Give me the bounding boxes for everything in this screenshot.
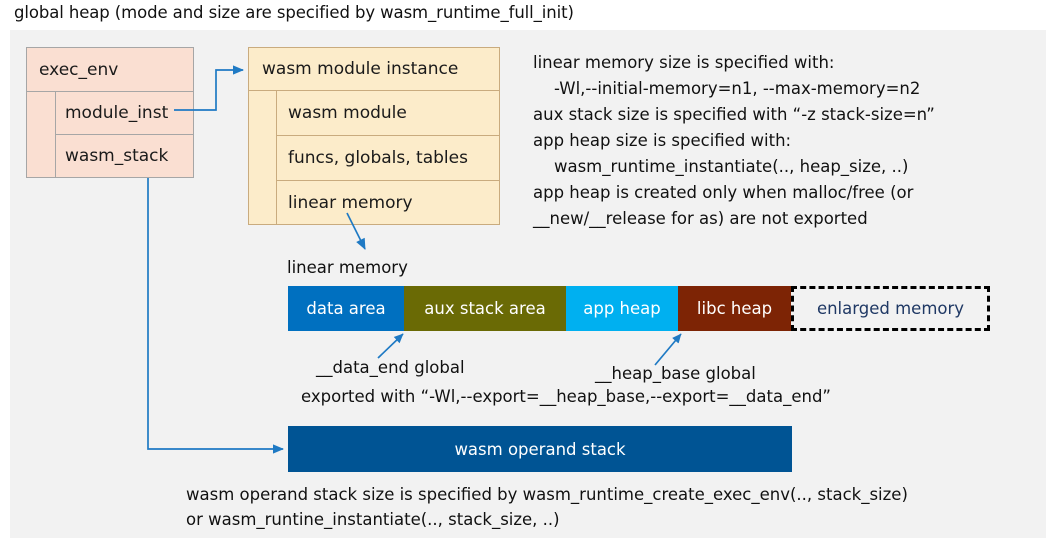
memory-segment-data-area: data area <box>288 286 404 331</box>
module-instance-row-funcs-globals-tables: funcs, globals, tables <box>276 136 499 181</box>
module-instance-row-wasm-module: wasm module <box>276 91 499 136</box>
linear-memory-label: linear memory <box>287 258 408 277</box>
linear-memory-bar: data area aux stack area app heap libc h… <box>288 286 990 331</box>
memory-segment-aux-stack-area: aux stack area <box>404 286 566 331</box>
wasm-module-instance-box: wasm module instance wasm module funcs, … <box>248 47 500 225</box>
linear-memory-spec-text: linear memory size is specified with: -W… <box>533 53 935 228</box>
memory-segment-app-heap: app heap <box>566 286 678 331</box>
page-title: global heap (mode and size are specified… <box>14 3 574 22</box>
exec-env-gutter <box>27 92 56 177</box>
module-instance-gutter <box>249 91 277 224</box>
exec-env-box: exec_env module_inst wasm_stack <box>26 47 194 178</box>
module-instance-title: wasm module instance <box>249 48 499 91</box>
wasm-operand-stack-bar: wasm operand stack <box>288 426 792 472</box>
operand-stack-spec-text: wasm operand stack size is specified by … <box>186 485 908 529</box>
annotation-heap-base-global: __heap_base global <box>595 364 756 383</box>
annotation-data-end-global: __data_end global <box>316 358 465 377</box>
exec-env-row-module-inst: module_inst <box>55 92 193 135</box>
module-instance-row-linear-memory: linear memory <box>288 192 413 213</box>
memory-segment-libc-heap: libc heap <box>678 286 791 331</box>
annotation-exported-with: exported with “-Wl,--export=__heap_base,… <box>301 387 831 406</box>
memory-segment-enlarged-memory: enlarged memory <box>791 286 990 331</box>
exec-env-row-wasm-stack: wasm_stack <box>65 146 169 166</box>
exec-env-title: exec_env <box>27 48 193 92</box>
